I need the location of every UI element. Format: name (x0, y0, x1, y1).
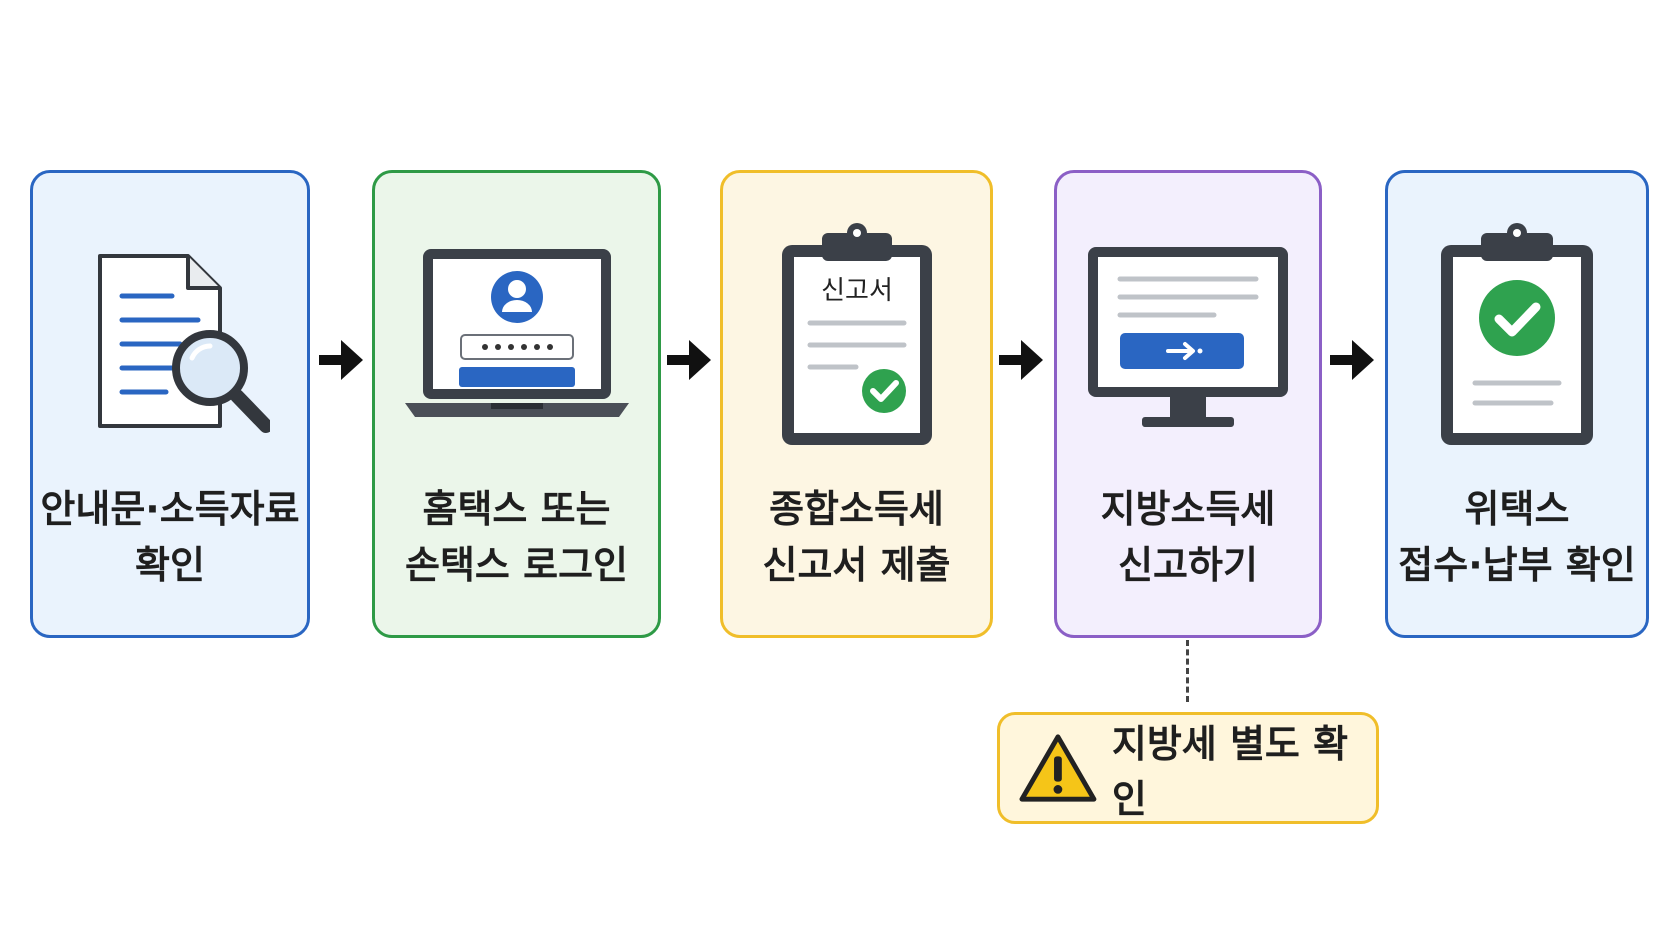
step-4-label-line2: 신고하기 (1118, 543, 1258, 587)
step-1-label-line1: 안내문·소득자료 (40, 487, 300, 531)
step-4-card: 지방소득세 신고하기 (1054, 170, 1322, 638)
step-1-card: 안내문·소득자료 확인 (30, 170, 310, 638)
arrow-right-icon (319, 340, 363, 380)
arrow-right-icon (667, 340, 711, 380)
document-search-icon (98, 253, 270, 433)
clipboard-check-icon (1441, 223, 1593, 445)
step-5-label-line1: 위택스 (1464, 487, 1570, 531)
clipboard-title: 신고서 (821, 276, 893, 306)
step-2-label-line1: 홈택스 또는 (422, 487, 611, 531)
step-3-label-line1: 종합소득세 (769, 487, 944, 531)
step-2-card: 홈택스 또는 손택스 로그인 (372, 170, 661, 638)
step-4-label-line1: 지방소득세 (1100, 487, 1276, 531)
step-5-card: 위택스 접수·납부 확인 (1385, 170, 1649, 638)
step-4-label: 지방소득세 신고하기 (1057, 481, 1319, 593)
clipboard-report-icon: 신고서 (781, 223, 932, 445)
step-3-card: 신고서 종합소득세 신고서 제출 (720, 170, 993, 638)
step-5-label-line2: 접수·납부 확인 (1398, 543, 1636, 587)
arrow-right-icon (1330, 340, 1374, 380)
warning-note-text: 지방세 별도 확인 (1111, 722, 1349, 821)
step-3-label: 종합소득세 신고서 제출 (723, 481, 990, 593)
step-5-label: 위택스 접수·납부 확인 (1388, 481, 1646, 593)
step-2-label-line2: 손택스 로그인 (405, 543, 628, 587)
warning-icon (1019, 734, 1097, 802)
laptop-login-icon (404, 248, 629, 417)
step-3-label-line2: 신고서 제출 (762, 543, 951, 587)
step-1-label-line2: 확인 (135, 543, 205, 587)
dashed-connector (1186, 640, 1189, 702)
warning-note: 지방세 별도 확인 (997, 712, 1379, 824)
step-1-label: 안내문·소득자료 확인 (33, 481, 307, 593)
arrow-right-icon (999, 340, 1043, 380)
monitor-submit-icon (1088, 246, 1288, 427)
step-2-label: 홈택스 또는 손택스 로그인 (375, 481, 658, 593)
